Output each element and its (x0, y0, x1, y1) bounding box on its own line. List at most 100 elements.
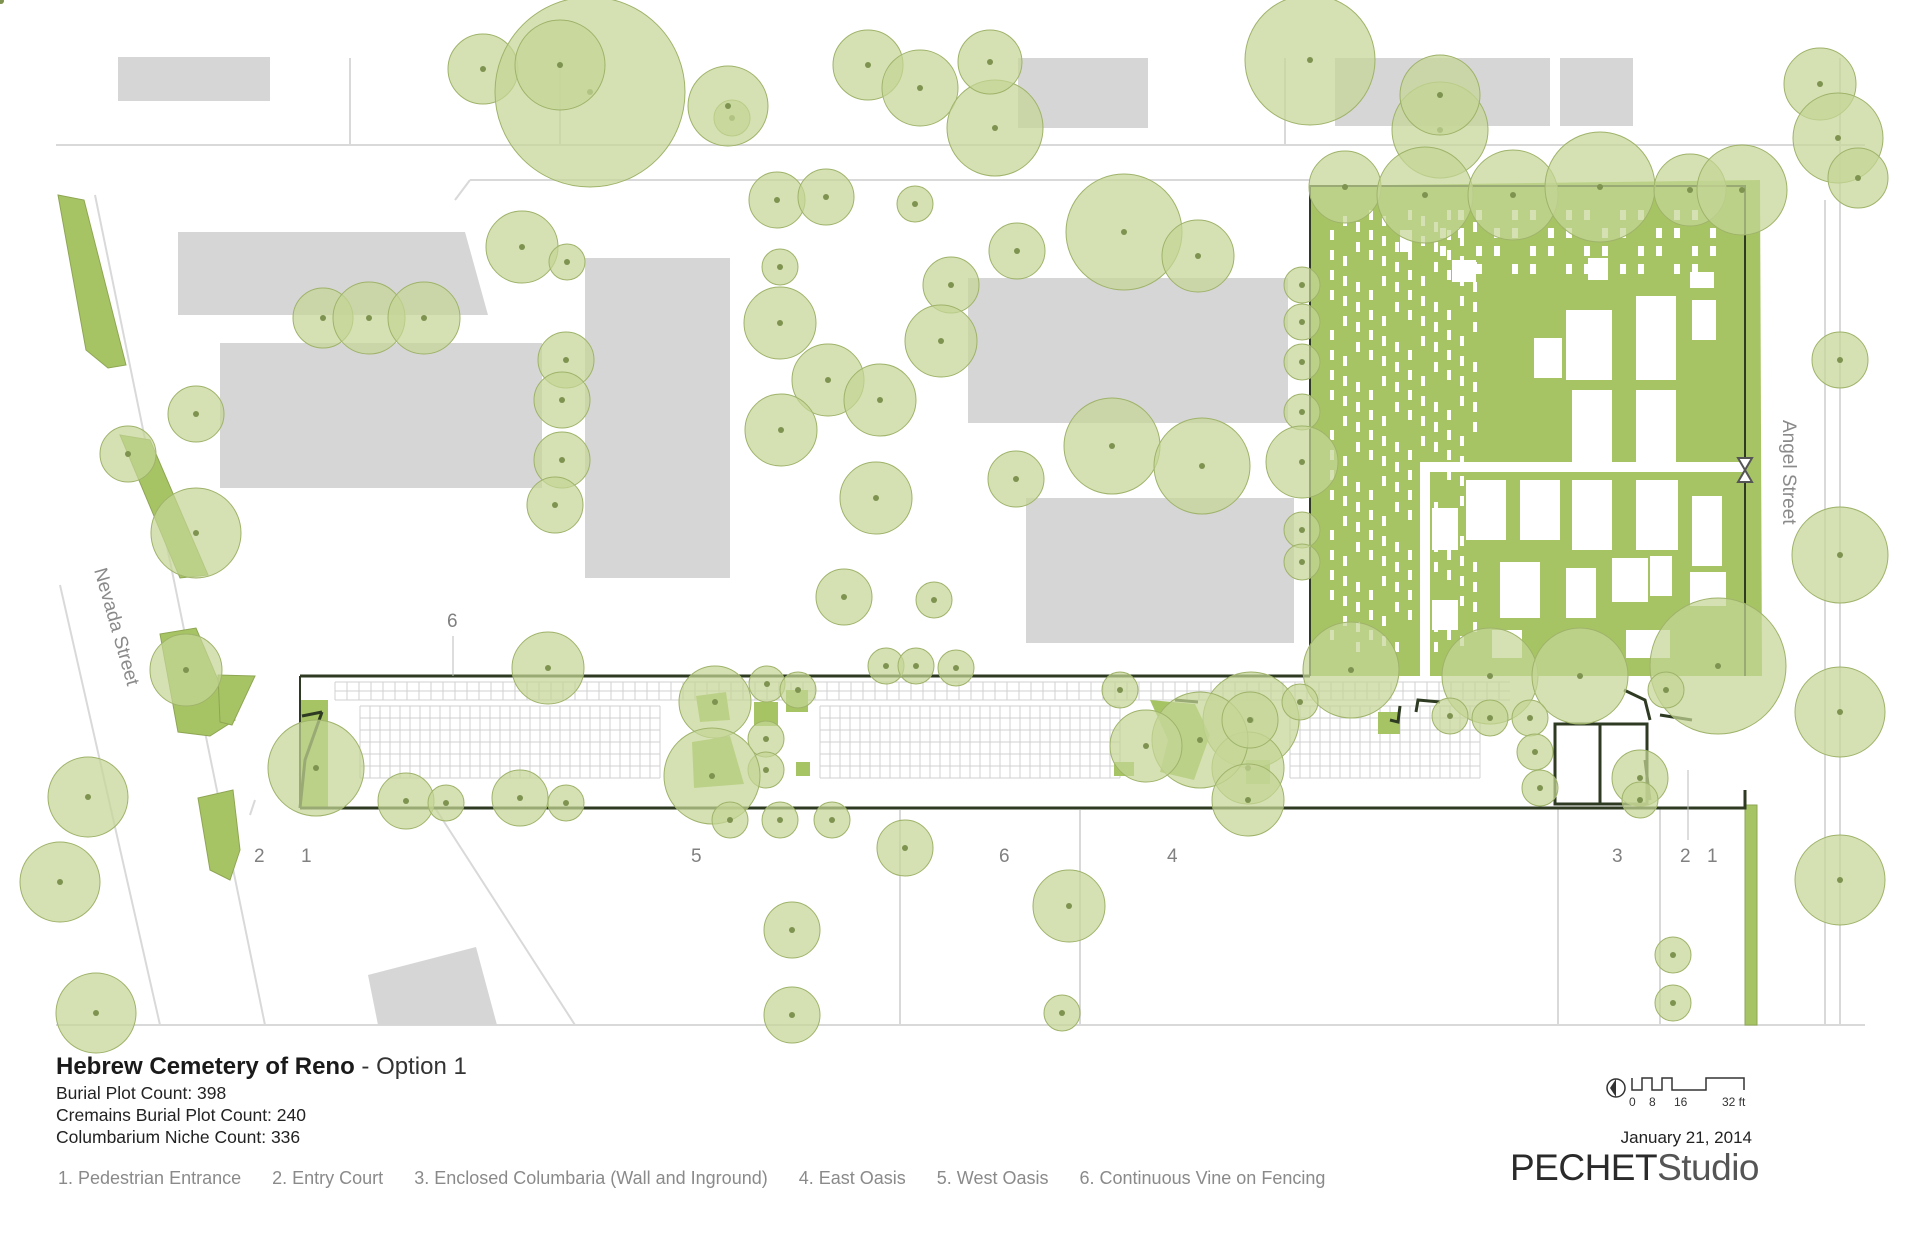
tree-trunk (992, 125, 998, 131)
scale-tick-8: 8 (1649, 1095, 1656, 1109)
tree-trunk (709, 773, 715, 779)
callout-6-south: 6 (999, 846, 1010, 867)
tree-trunk (1197, 737, 1203, 743)
tree-trunk (1195, 253, 1201, 259)
tree-trunk (948, 282, 954, 288)
tree-trunk (366, 315, 372, 321)
tree-trunk (1117, 687, 1123, 693)
tree-trunk (1299, 559, 1305, 565)
tree-trunk (1837, 877, 1843, 883)
studio-logo: PECHETStudio (1510, 1146, 1759, 1190)
scale-tick-0: 0 (1629, 1095, 1636, 1109)
tree-trunk (1637, 775, 1643, 781)
tree-trunk (1510, 192, 1516, 198)
tree-trunk (545, 665, 551, 671)
callout-6-north: 6 (447, 611, 458, 632)
studio-logo-part1: PECHET (1510, 1147, 1658, 1188)
tree-trunk (913, 663, 919, 669)
tree-trunk (519, 244, 525, 250)
tree-trunk (778, 427, 784, 433)
tree-trunk (877, 397, 883, 403)
tree-trunk (1247, 717, 1253, 723)
tree-trunk (1422, 192, 1428, 198)
cemetery-lawn (1309, 180, 1762, 676)
tree-trunk (1299, 282, 1305, 288)
callout-4: 4 (1167, 846, 1178, 867)
scale-tick-32: 32 ft (1722, 1095, 1746, 1109)
legend-item-1: 1. Pedestrian Entrance (58, 1168, 242, 1188)
tree-trunk (725, 103, 731, 109)
tree-trunk (1245, 797, 1251, 803)
tree-trunk (931, 597, 937, 603)
tree-trunk (712, 699, 718, 705)
tree-trunk (1527, 715, 1533, 721)
tree-trunk (563, 357, 569, 363)
tree-trunk (1487, 673, 1493, 679)
tree-trunk (193, 411, 199, 417)
tree-trunk (825, 377, 831, 383)
scale-tick-16: 16 (1674, 1095, 1688, 1109)
tree-trunk (564, 259, 570, 265)
tree-trunk (1342, 184, 1348, 190)
legend-item-5: 5. West Oasis (936, 1168, 1049, 1188)
tree-trunk (789, 1012, 795, 1018)
tree-trunk (917, 85, 923, 91)
tree-trunk (517, 795, 523, 801)
tree-trunk (1817, 81, 1823, 87)
tree-trunk (902, 845, 908, 851)
trees (0, 0, 1889, 1054)
tree-trunk (1066, 903, 1072, 909)
tree-trunk (559, 397, 565, 403)
plan-title: Hebrew Cemetery of Reno - Option 1 (56, 1052, 1356, 1082)
tree-trunk (193, 530, 199, 536)
tree-trunk (1837, 552, 1843, 558)
tree-trunk (777, 320, 783, 326)
tree-trunk (563, 800, 569, 806)
plan-date: January 21, 2014 (1620, 1128, 1752, 1147)
tree-trunk (1109, 443, 1115, 449)
callout-2-west: 2 (254, 846, 265, 867)
buildings (118, 57, 1633, 1025)
tree-trunk (85, 794, 91, 800)
tree-trunk (777, 817, 783, 823)
legend-item-3: 3. Enclosed Columbaria (Wall and Ingroun… (414, 1168, 768, 1188)
tree-trunk (1299, 359, 1305, 365)
tree-trunk (841, 594, 847, 600)
tree-trunk (480, 66, 486, 72)
tree-trunk (443, 800, 449, 806)
tree-trunk (313, 765, 319, 771)
tree-trunk (1013, 476, 1019, 482)
tree-trunk (1532, 749, 1538, 755)
tree-trunk (777, 264, 783, 270)
legend-item-4: 4. East Oasis (798, 1168, 906, 1188)
street-label-nevada: Nevada Street (89, 566, 143, 689)
tree-trunk (1835, 135, 1841, 141)
callout-3: 3 (1612, 846, 1623, 867)
tree-trunk (320, 315, 326, 321)
callout-1-east: 1 (1707, 846, 1718, 867)
tree-trunk (873, 495, 879, 501)
tree-trunk (1670, 952, 1676, 958)
scale-bar: 0 8 16 32 ft (1606, 1077, 1746, 1109)
callout-2-east: 2 (1680, 846, 1691, 867)
plan-title-option: - Option 1 (354, 1053, 467, 1080)
tree-trunk (1121, 229, 1127, 235)
tree-trunk (1297, 699, 1303, 705)
tree-trunk (403, 798, 409, 804)
callout-1-west: 1 (301, 846, 312, 867)
tree-trunk (559, 457, 565, 463)
tree-trunk (1577, 673, 1583, 679)
tree-trunk (1670, 1000, 1676, 1006)
tree-trunk (938, 338, 944, 344)
tree-trunk (912, 201, 918, 207)
tree-trunk (1348, 667, 1354, 673)
tree-trunk (1199, 463, 1205, 469)
tree-trunk (552, 502, 558, 508)
tree-trunk (0, 0, 4, 4)
tree-trunk (1299, 319, 1305, 325)
tree-trunk (1059, 1010, 1065, 1016)
tree-trunk (1299, 409, 1305, 415)
tree-trunk (1837, 709, 1843, 715)
tree-trunk (1715, 663, 1721, 669)
legend-item-2: 2. Entry Court (272, 1168, 384, 1188)
